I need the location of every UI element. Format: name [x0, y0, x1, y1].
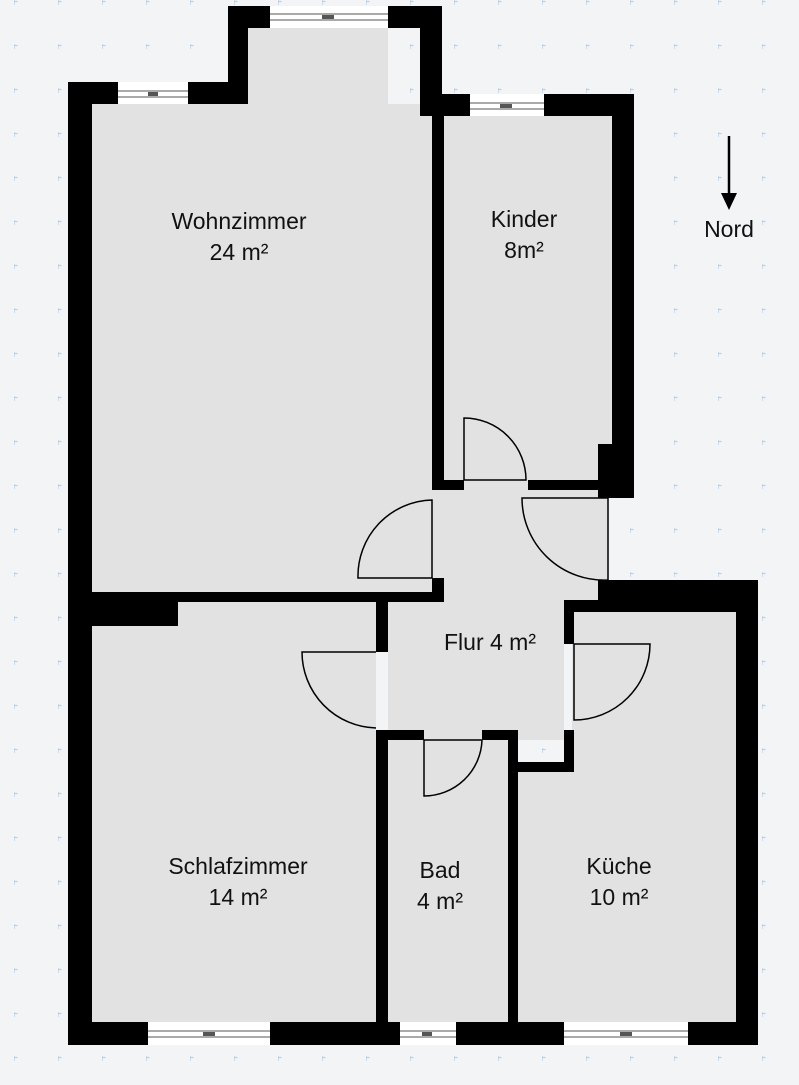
- floor-wohnzimmer: [92, 28, 432, 592]
- wall-schlaf-bad: [376, 734, 388, 1034]
- window-bad: [400, 1022, 456, 1045]
- room-label-kueche: Küche 10 m²: [586, 851, 651, 913]
- room-name: Flur 4 m²: [444, 629, 536, 655]
- wall-kueche-top: [564, 600, 600, 612]
- wall-wohn-kinder: [432, 116, 444, 488]
- window-wohn-top: [270, 6, 388, 28]
- wall-bad-kueche: [508, 730, 518, 1034]
- room-label-bad: Bad 4 m²: [417, 855, 463, 917]
- windows: [118, 6, 688, 1045]
- room-area: 10 m²: [589, 884, 649, 910]
- door-kinder: [463, 417, 527, 481]
- wall-wohn-step-right: [420, 6, 442, 116]
- wall-kinder-south-left: [432, 480, 464, 490]
- wall-kinder-south: [528, 480, 612, 490]
- door-swings: [301, 417, 651, 797]
- room-name: Schlafzimmer: [168, 853, 308, 879]
- room-label-schlafzimmer: Schlafzimmer 14 m²: [168, 851, 307, 913]
- room-area: 8m²: [504, 237, 544, 263]
- wall-bad-north: [376, 730, 424, 740]
- door-wohn: [357, 499, 433, 579]
- room-name: Bad: [419, 857, 461, 883]
- wall-flur-east: [564, 602, 574, 644]
- floor-schlafzimmer: [92, 600, 376, 1022]
- wall-kueche-north: [508, 762, 574, 772]
- room-area: 24 m²: [209, 239, 269, 265]
- wall-schlaf-pier: [92, 598, 178, 626]
- door-kueche: [573, 643, 651, 721]
- room-label-kinder: Kinder 8m²: [491, 204, 557, 266]
- wall-bad-north-right: [482, 730, 516, 740]
- wall-kueche-top2: [598, 580, 758, 612]
- room-label-flur: Flur 4 m²: [444, 627, 536, 658]
- room-name: Kinder: [490, 206, 558, 232]
- wall-kinder-east: [612, 94, 634, 498]
- window-kinder: [470, 94, 544, 116]
- floor-areas: [92, 28, 736, 1022]
- wall-wohn-south: [92, 592, 432, 602]
- door-bad: [423, 739, 483, 797]
- room-name: Wohnzimmer: [171, 208, 307, 234]
- room-area: 4 m²: [417, 888, 463, 914]
- room-label-wohnzimmer: Wohnzimmer 24 m²: [171, 206, 306, 268]
- door-east: [521, 497, 609, 581]
- wall-flur-west: [376, 598, 388, 652]
- window-wohn-left: [118, 82, 188, 104]
- wall-west: [68, 82, 92, 1045]
- arrow-down-icon: [721, 136, 737, 210]
- wall-wohn-step-left: [228, 6, 248, 104]
- window-kueche: [564, 1022, 688, 1045]
- wall-kueche-west-stub: [564, 730, 574, 772]
- door-schlaf-arc: [301, 651, 377, 729]
- north-label: Nord: [704, 216, 754, 242]
- room-name: Küche: [586, 853, 652, 879]
- wall-kueche-east: [736, 580, 758, 1045]
- room-area: 14 m²: [208, 884, 268, 910]
- window-schlaf: [148, 1022, 270, 1045]
- floor-kueche: [516, 612, 736, 1022]
- wall-wohn-pier: [432, 578, 444, 602]
